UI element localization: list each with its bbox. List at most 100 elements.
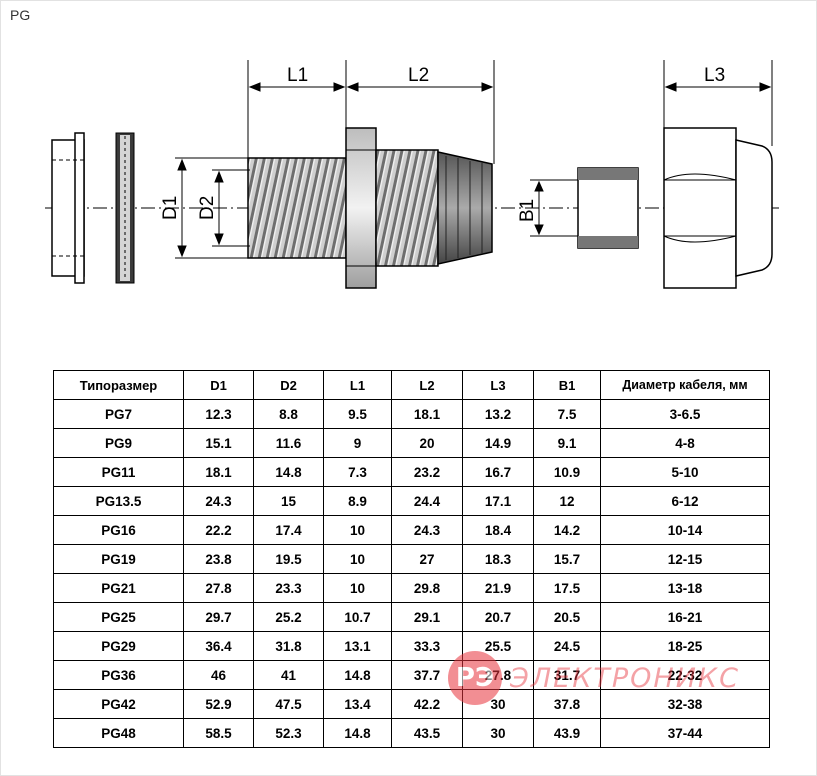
value-cell: 37-44 [600,718,770,748]
page-label: PG [10,7,31,23]
label-l1: L1 [287,65,308,86]
value-cell: 10-14 [600,515,770,545]
value-cell: 15.1 [183,428,254,458]
value-cell: 20.5 [533,602,601,632]
value-cell: 29.1 [391,602,463,632]
value-cell: 31.7 [533,660,601,690]
value-cell: 12 [533,486,601,516]
value-cell: 17.1 [462,486,534,516]
value-cell: 10 [323,544,392,574]
spec-table: Типоразмер D1 D2 L1 L2 L3 B1 Диаметр каб… [53,370,770,748]
value-cell: 9 [323,428,392,458]
size-cell: PG13.5 [53,486,184,516]
value-cell: 14.2 [533,515,601,545]
value-cell: 10 [323,515,392,545]
value-cell: 20 [391,428,463,458]
size-cell: PG9 [53,428,184,458]
value-cell: 18.1 [183,457,254,487]
value-cell: 15.7 [533,544,601,574]
value-cell: 42.2 [391,689,463,719]
value-cell: 24.3 [183,486,254,516]
value-cell: 13.2 [462,399,534,429]
value-cell: 27 [391,544,463,574]
gland-body [247,127,493,289]
dim-l1-l2 [247,60,495,164]
seal-insert [577,167,639,249]
size-cell: PG21 [53,573,184,603]
value-cell: 17.5 [533,573,601,603]
value-cell: 11.6 [253,428,324,458]
value-cell: 29.7 [183,602,254,632]
value-cell: 25.5 [462,631,534,661]
value-cell: 10 [323,573,392,603]
dim-b1 [530,179,578,237]
size-cell: PG48 [53,718,184,748]
value-cell: 9.1 [533,428,601,458]
value-cell: 18.4 [462,515,534,545]
header-cell: D2 [253,370,324,400]
value-cell: 23.3 [253,573,324,603]
value-cell: 22.2 [183,515,254,545]
header-cell: L3 [462,370,534,400]
value-cell: 37.8 [533,689,601,719]
value-cell: 14.8 [253,457,324,487]
value-cell: 5-10 [600,457,770,487]
value-cell: 43.5 [391,718,463,748]
value-cell: 29.8 [391,573,463,603]
value-cell: 25.2 [253,602,324,632]
value-cell: 16-21 [600,602,770,632]
value-cell: 4-8 [600,428,770,458]
value-cell: 43.9 [533,718,601,748]
value-cell: 17.4 [253,515,324,545]
dim-d1-d2 [175,157,250,259]
washer [115,132,135,284]
value-cell: 10.9 [533,457,601,487]
value-cell: 14.8 [323,718,392,748]
value-cell: 13.1 [323,631,392,661]
size-cell: PG29 [53,631,184,661]
value-cell: 3-6.5 [600,399,770,429]
header-cell: L2 [391,370,463,400]
value-cell: 46 [183,660,254,690]
size-cell: PG42 [53,689,184,719]
value-cell: 18.1 [391,399,463,429]
value-cell: 6-12 [600,486,770,516]
value-cell: 12-15 [600,544,770,574]
value-cell: 41 [253,660,324,690]
value-cell: 30 [462,689,534,719]
size-cell: PG7 [53,399,184,429]
value-cell: 8.9 [323,486,392,516]
label-b1: B1 [517,199,538,222]
value-cell: 24.4 [391,486,463,516]
value-cell: 19.5 [253,544,324,574]
value-cell: 22-32 [600,660,770,690]
size-cell: PG11 [53,457,184,487]
header-cell: L1 [323,370,392,400]
value-cell: 58.5 [183,718,254,748]
value-cell: 9.5 [323,399,392,429]
value-cell: 24.5 [533,631,601,661]
gland-drawing: L1 L2 L3 D1 D2 B1 [45,60,780,289]
value-cell: 13.4 [323,689,392,719]
value-cell: 52.3 [253,718,324,748]
header-cell: Типоразмер [53,370,184,400]
header-cell: D1 [183,370,254,400]
value-cell: 10.7 [323,602,392,632]
lock-nut [51,132,85,284]
header-cell: Диаметр кабеля, мм [600,370,770,400]
value-cell: 7.3 [323,457,392,487]
size-cell: PG36 [53,660,184,690]
label-d2: D2 [197,196,218,220]
value-cell: 31.8 [253,631,324,661]
value-cell: 21.9 [462,573,534,603]
value-cell: 52.9 [183,689,254,719]
value-cell: 23.2 [391,457,463,487]
